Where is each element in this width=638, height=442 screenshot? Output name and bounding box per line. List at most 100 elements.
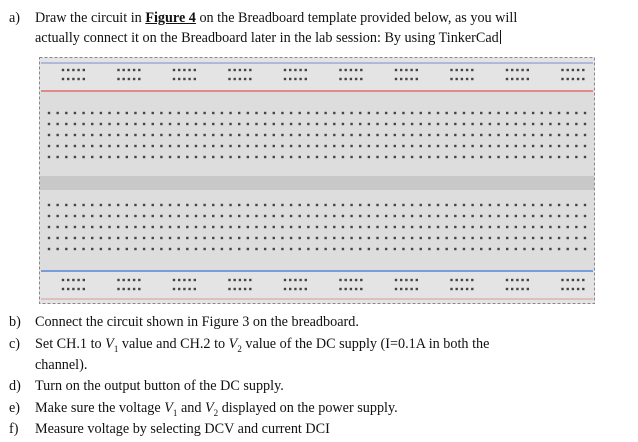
terminal-hole: [393, 225, 397, 229]
terminal-hole: [125, 247, 129, 251]
terminal-hole: [73, 111, 77, 115]
top-rail-hole: [299, 77, 302, 81]
terminal-hole: [134, 236, 137, 240]
breadboard-template[interactable]: [39, 57, 595, 304]
terminal-hole: [583, 203, 587, 207]
terminal-hole: [462, 214, 466, 218]
terminal-hole: [471, 144, 474, 148]
terminal-hole: [73, 236, 77, 240]
terminal-hole: [289, 214, 293, 218]
terminal-hole: [73, 214, 77, 218]
terminal-hole: [108, 225, 111, 229]
terminal-hole: [531, 111, 535, 115]
terminal-hole: [263, 214, 267, 218]
terminal-hole: [488, 203, 492, 207]
item-a-line1: Draw the circuit in Figure 4 on the Brea…: [35, 9, 517, 27]
terminal-hole: [376, 144, 379, 148]
top-rail-hole: [82, 77, 85, 81]
terminal-hole: [246, 155, 250, 159]
terminal-hole: [116, 111, 120, 115]
terminal-hole: [186, 247, 189, 251]
terminal-hole: [289, 111, 293, 115]
bottom-rail-hole: [127, 287, 131, 291]
terminal-hole: [350, 225, 353, 229]
terminal-hole: [194, 144, 198, 148]
top-rail-hole: [138, 68, 141, 72]
terminal-hole: [281, 247, 284, 251]
top-rail-hole: [61, 68, 65, 72]
terminal-hole: [410, 133, 414, 137]
bottom-rail-hole: [505, 287, 509, 291]
terminal-hole: [549, 133, 552, 137]
terminal-hole: [194, 155, 198, 159]
terminal-hole: [462, 122, 466, 126]
terminal-hole: [341, 236, 345, 240]
terminal-hole: [514, 203, 518, 207]
terminal-hole: [505, 111, 509, 115]
terminal-hole: [384, 203, 388, 207]
terminal-hole: [307, 111, 310, 115]
bottom-rail-hole: [561, 278, 564, 282]
terminal-hole: [263, 111, 267, 115]
terminal-hole: [82, 122, 85, 126]
terminal-hole: [514, 214, 518, 218]
terminal-hole: [108, 155, 111, 159]
terminal-hole: [575, 214, 578, 218]
terminal-hole: [212, 111, 215, 115]
bottom-rail-hole: [471, 287, 474, 291]
item-e: e): [9, 399, 20, 417]
terminal-hole: [471, 236, 474, 240]
bottom-rail-hole: [193, 287, 196, 291]
bottom-rail-hole: [576, 287, 580, 291]
bottom-rail-hole: [576, 278, 580, 282]
terminal-hole: [480, 247, 483, 251]
top-rail-hole: [238, 68, 242, 72]
terminal-hole: [488, 247, 492, 251]
item-d-text: Turn on the output button of the DC supp…: [35, 377, 284, 395]
terminal-hole: [168, 214, 172, 218]
top-rail-hole: [294, 77, 297, 81]
terminal-hole: [307, 225, 310, 229]
terminal-hole: [471, 122, 474, 126]
top-rail-hole: [344, 68, 347, 72]
terminal-hole: [220, 236, 224, 240]
terminal-hole: [488, 111, 492, 115]
terminal-hole: [557, 133, 561, 137]
terminal-hole: [445, 133, 448, 137]
bottom-rail-hole: [183, 287, 186, 291]
terminal-hole: [402, 111, 405, 115]
terminal-hole: [376, 133, 379, 137]
terminal-hole: [454, 133, 457, 137]
terminal-hole: [480, 225, 483, 229]
top-rail-hole: [566, 68, 569, 72]
terminal-hole: [566, 236, 569, 240]
top-rail-hole: [360, 68, 363, 72]
terminal-hole: [108, 122, 111, 126]
item-a-line2[interactable]: actually connect it on the Breadboard la…: [35, 29, 501, 47]
terminal-hole: [177, 111, 180, 115]
terminal-hole: [540, 203, 543, 207]
terminal-hole: [462, 155, 466, 159]
terminal-hole: [428, 144, 431, 148]
terminal-hole: [514, 111, 518, 115]
bottom-rail-hole: [505, 278, 509, 282]
bottom-rail-hole: [465, 287, 469, 291]
v1-subscript-e: 1: [172, 407, 178, 418]
terminal-hole: [82, 144, 85, 148]
terminal-hole: [298, 214, 301, 218]
figure-4-link[interactable]: Figure 4: [145, 10, 196, 26]
item-d-content: Turn on the output button of the DC supp…: [35, 378, 284, 394]
terminal-hole: [549, 155, 552, 159]
top-rail-hole: [526, 77, 529, 81]
terminal-hole: [289, 225, 293, 229]
terminal-hole: [82, 214, 85, 218]
top-rail-hole: [471, 68, 474, 72]
bottom-rail-hole: [61, 278, 65, 282]
top-rail-hole: [304, 77, 307, 81]
terminal-hole: [324, 203, 327, 207]
bottom-rail-hole: [178, 278, 181, 282]
terminal-hole: [73, 155, 77, 159]
terminal-hole: [566, 214, 569, 218]
top-rail-hole: [299, 68, 302, 72]
top-rail-hole: [122, 68, 125, 72]
